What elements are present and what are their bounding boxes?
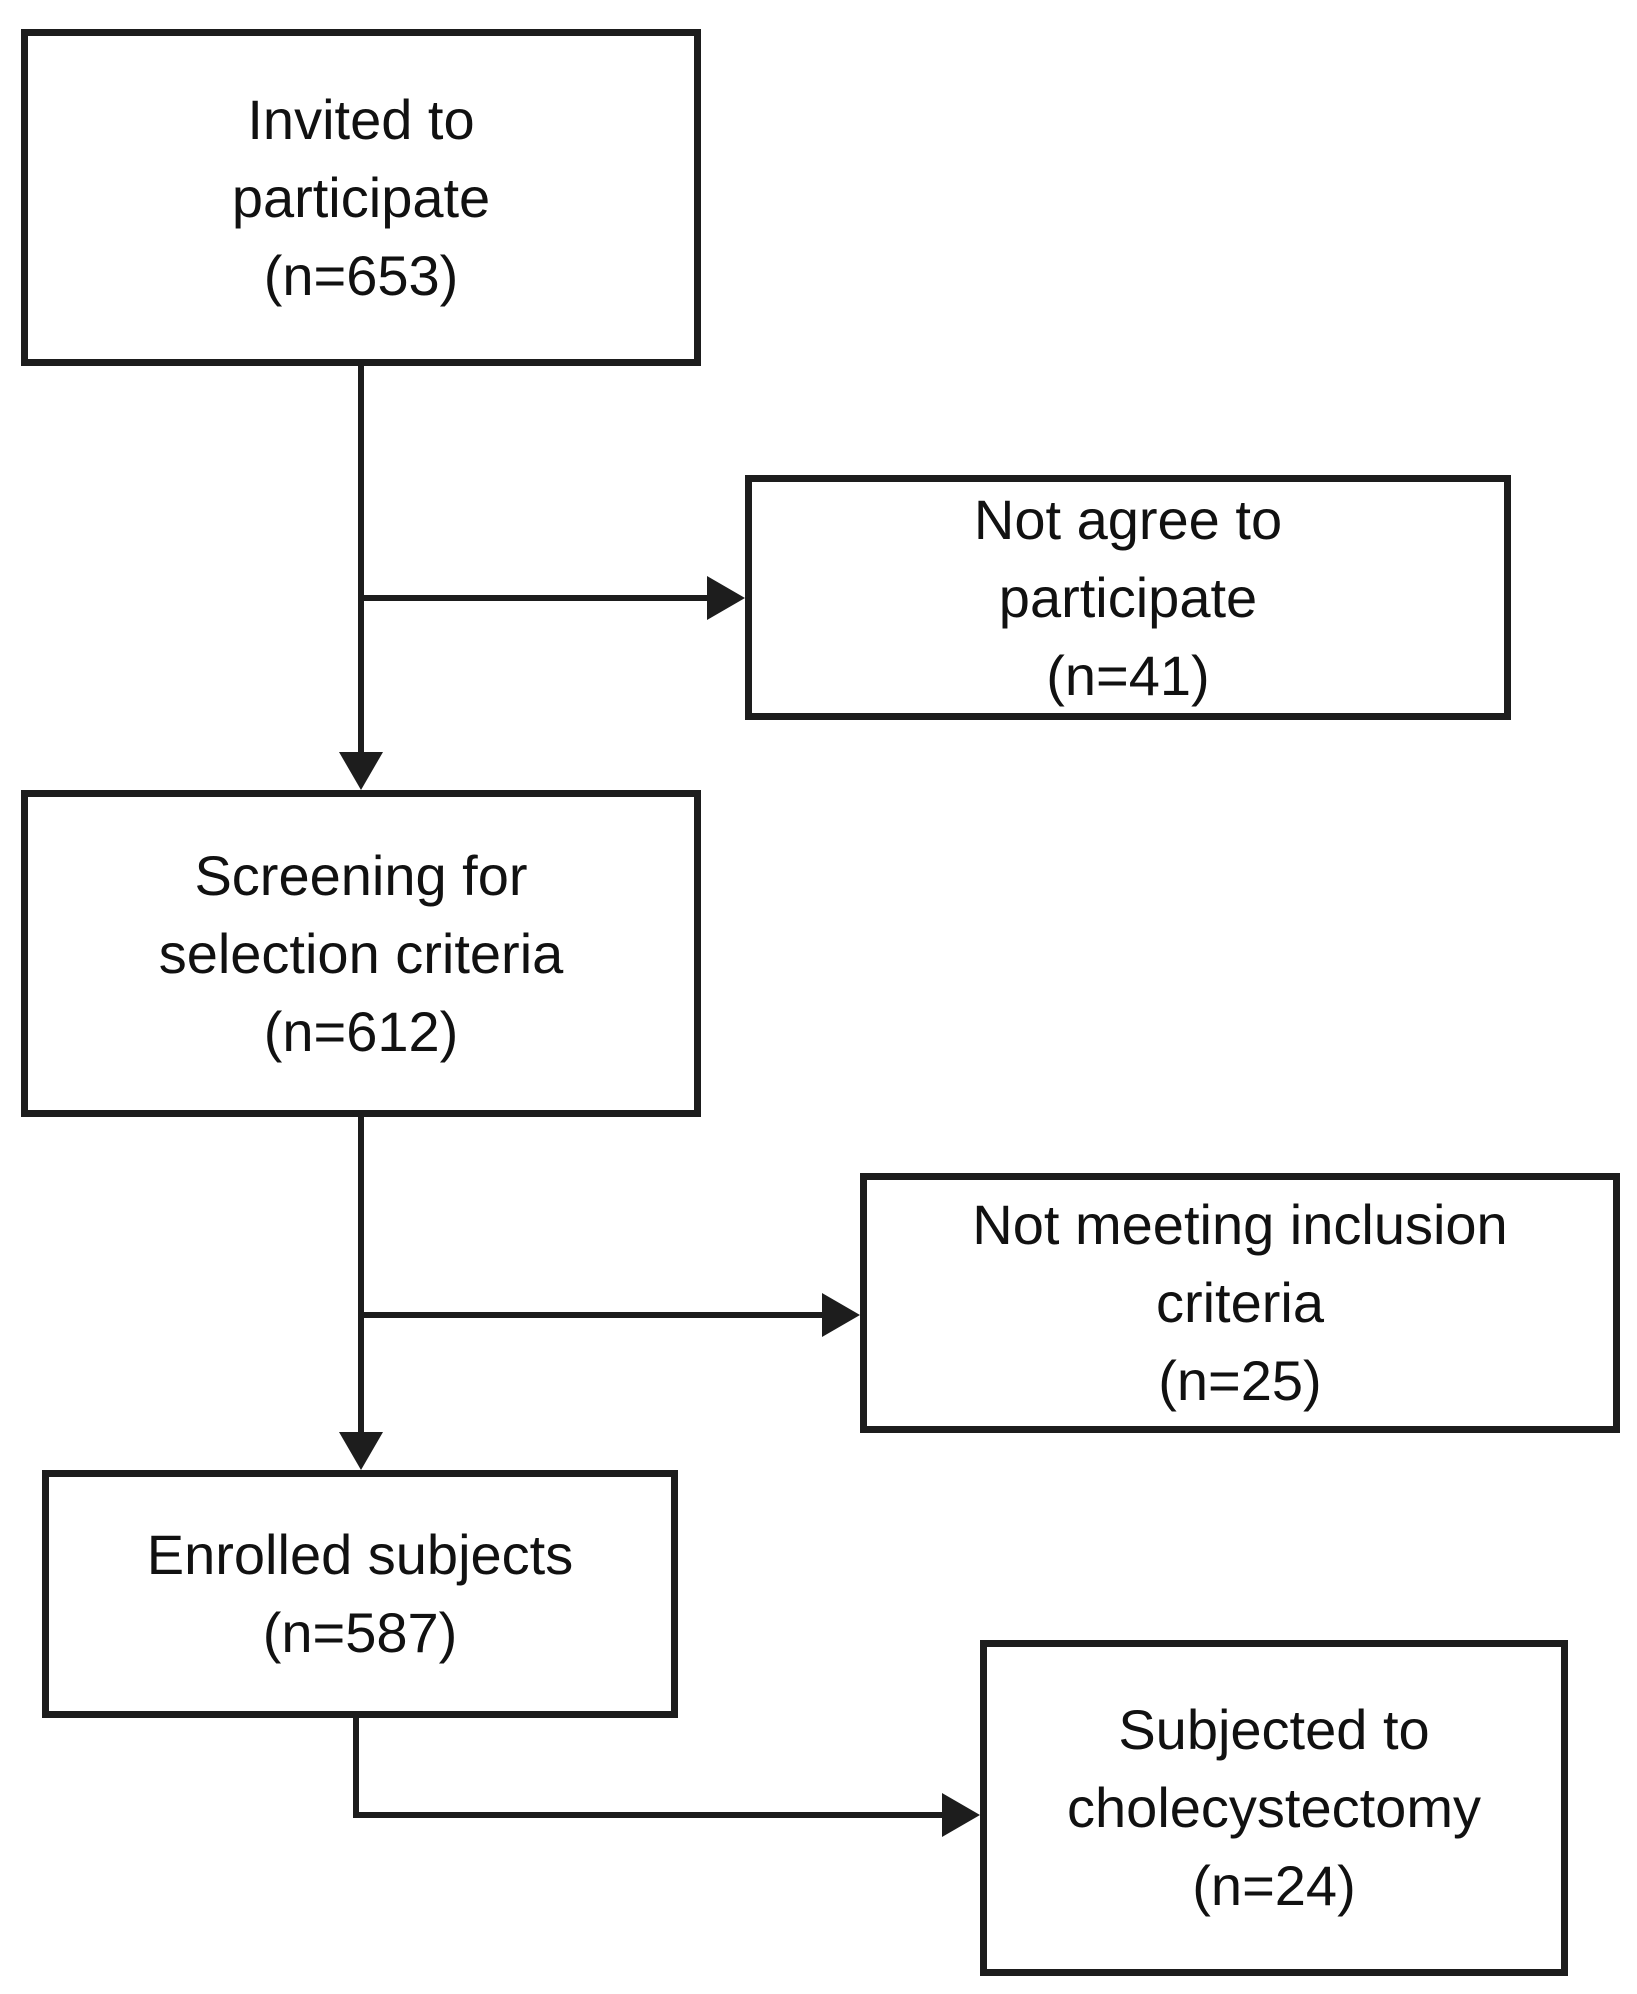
flow-box-not-meeting-inclusion-criteria: Not meeting inclusion criteria (n=25)	[860, 1173, 1620, 1433]
flow-box-invited-to-participate: Invited to participate (n=653)	[21, 29, 701, 366]
arrowhead-right-into-cholecystectomy	[942, 1793, 980, 1837]
box-label-invited: Invited to participate (n=653)	[231, 87, 491, 307]
arrowhead-down-into-enrolled	[339, 1432, 383, 1470]
flow-box-subjected-to-cholecystectomy: Subjected to cholecystectomy (n=24)	[980, 1640, 1568, 1976]
arrowhead-right-into-not-meeting	[822, 1293, 860, 1337]
connector-enrolled-down-segment	[353, 1718, 359, 1818]
connector-invited-to-screening	[358, 366, 364, 760]
box-label-not-meeting: Not meeting inclusion criteria (n=25)	[972, 1193, 1508, 1412]
connector-branch-to-not-agree	[361, 595, 713, 601]
box-label-not-agree: Not agree to participate (n=41)	[973, 487, 1283, 707]
arrowhead-right-into-not-agree	[707, 576, 745, 620]
flow-box-enrolled-subjects: Enrolled subjects (n=587)	[42, 1470, 678, 1718]
connector-branch-to-not-meeting	[361, 1312, 827, 1318]
connector-enrolled-to-cholecystectomy	[353, 1812, 947, 1818]
box-label-enrolled: Enrolled subjects (n=587)	[146, 1523, 574, 1664]
flow-box-screening-for-selection-criteria: Screening for selection criteria (n=612)	[21, 790, 701, 1117]
connector-screening-to-enrolled	[358, 1117, 364, 1439]
arrowhead-down-into-screening	[339, 752, 383, 790]
box-label-cholecystectomy: Subjected to cholecystectomy (n=24)	[1067, 1698, 1481, 1917]
flow-box-not-agree-to-participate: Not agree to participate (n=41)	[745, 475, 1511, 720]
box-label-screening: Screening for selection criteria (n=612)	[158, 843, 564, 1063]
